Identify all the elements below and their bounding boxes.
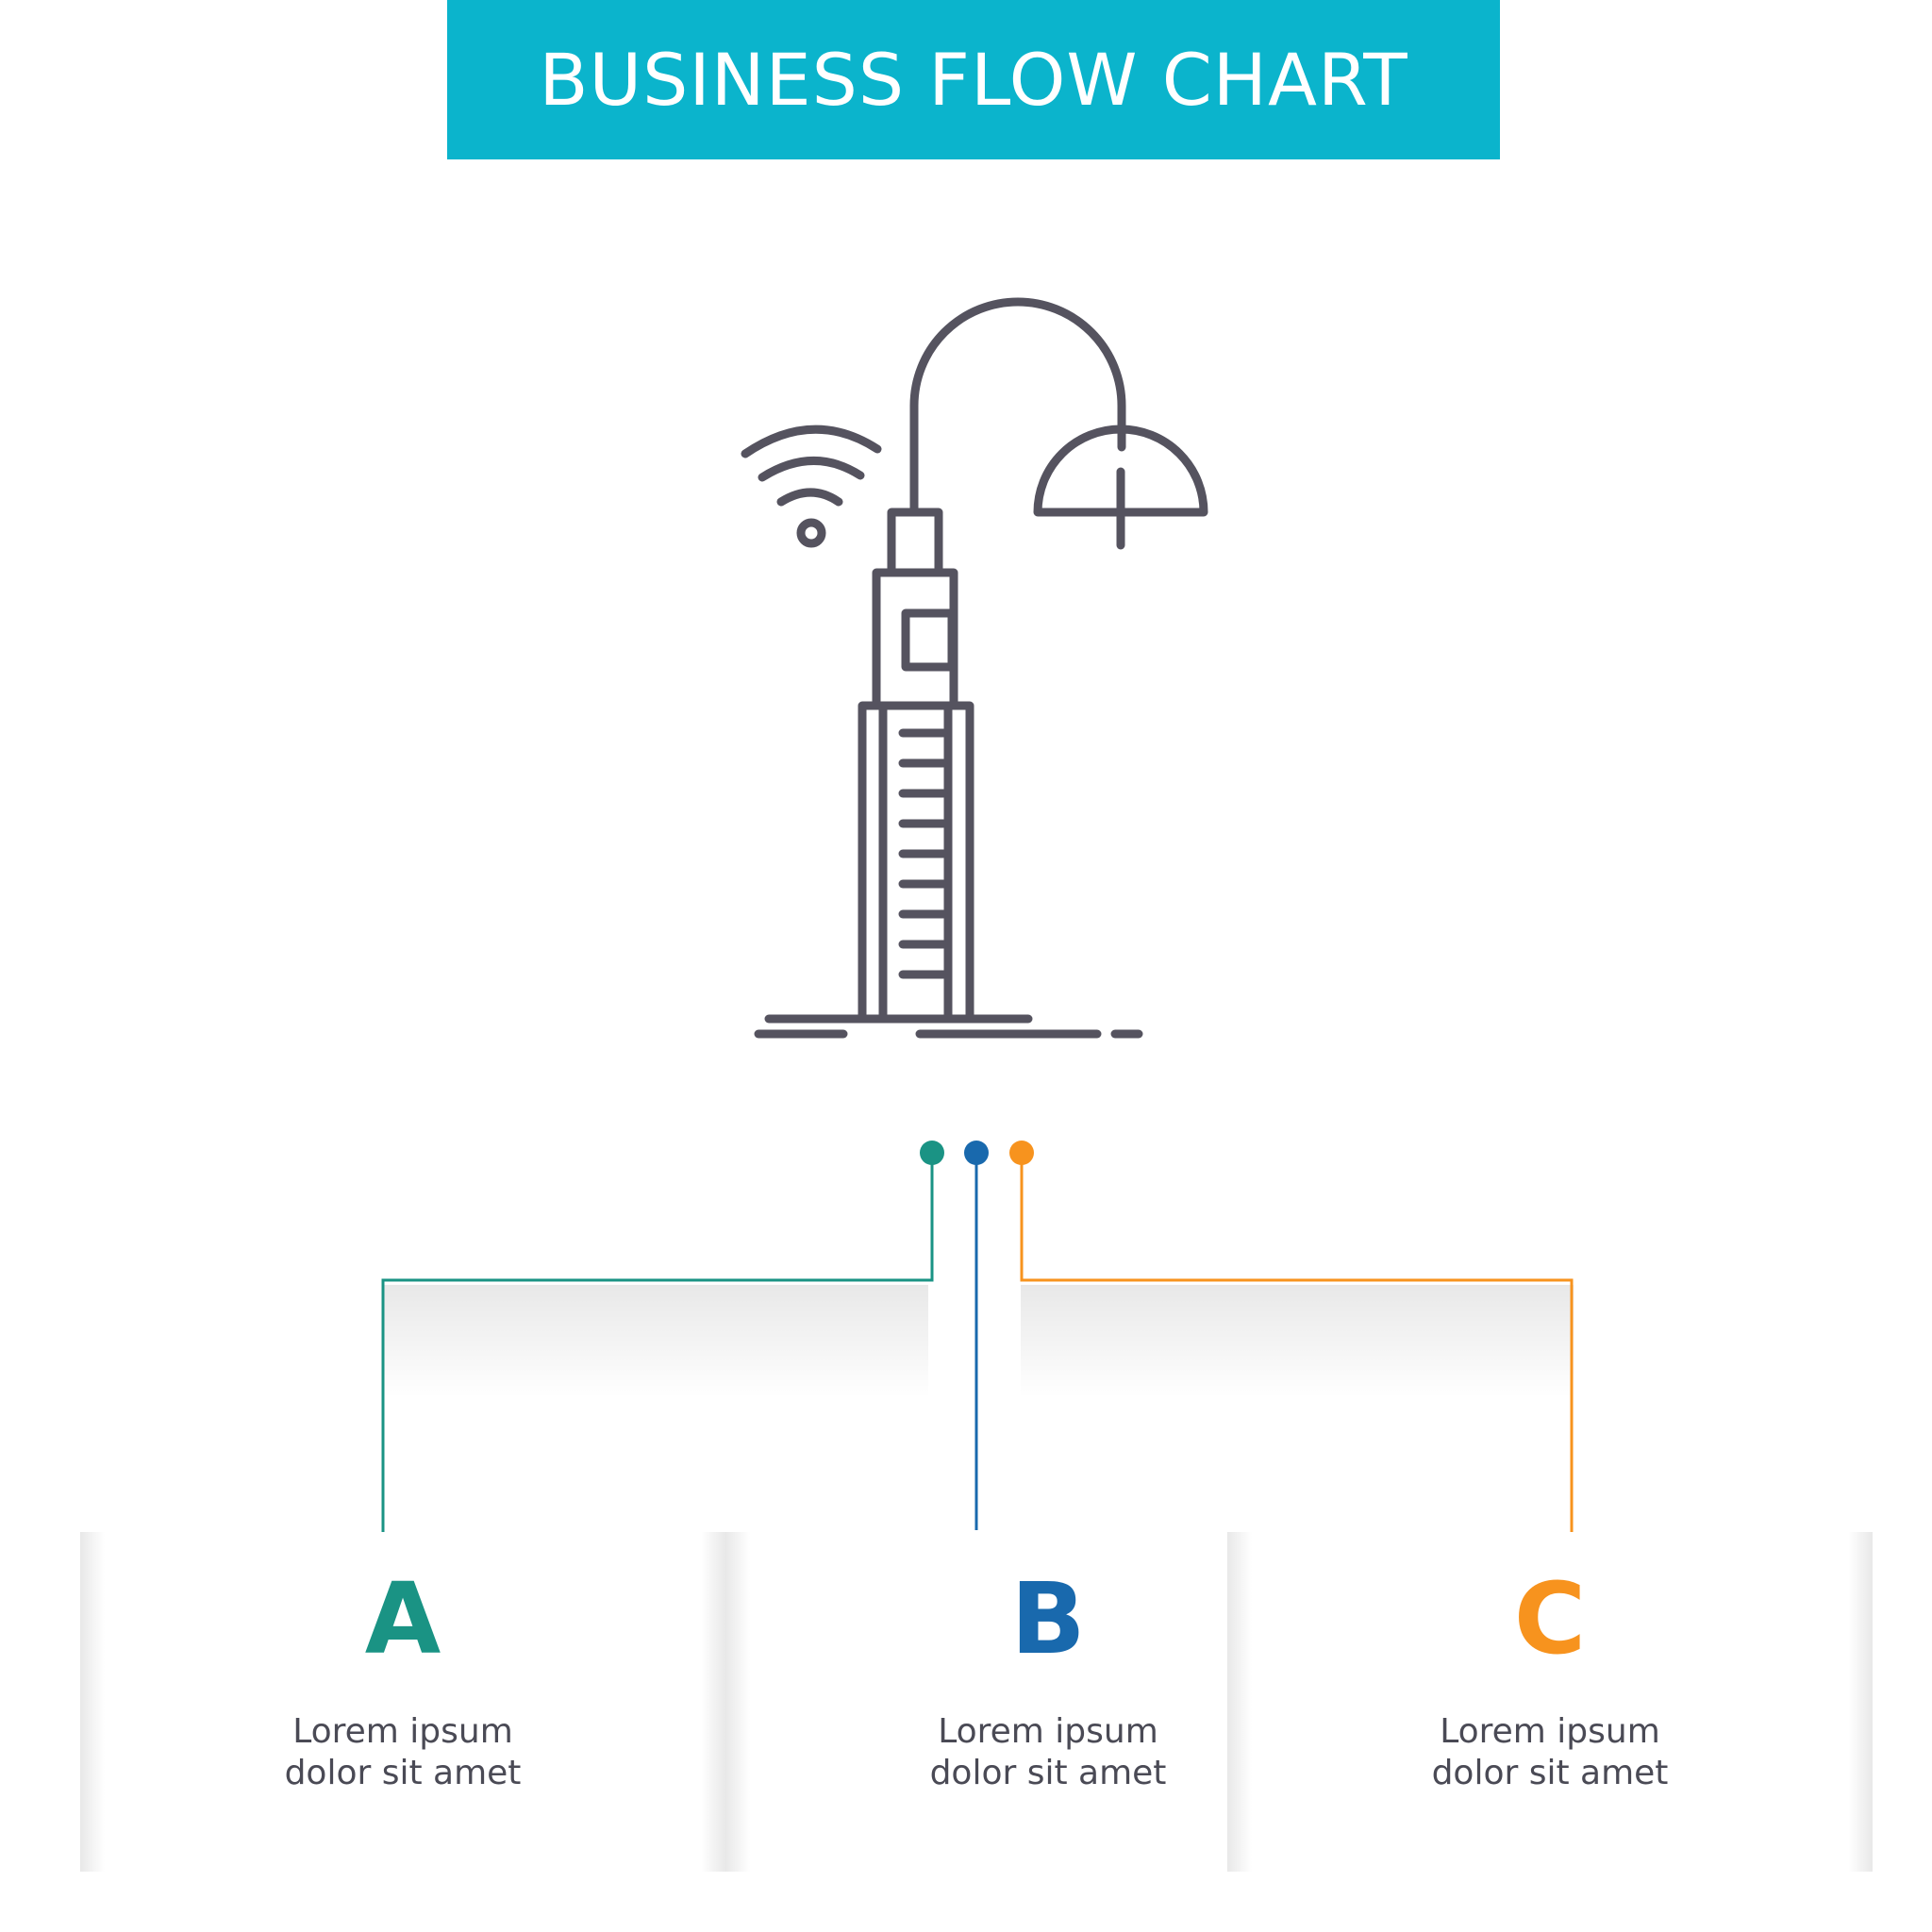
card-c: C Lorem ipsum dolor sit amet: [1227, 1532, 1873, 1872]
card-text-line1: Lorem ipsum: [292, 1712, 513, 1751]
connector-line-c: [1020, 1153, 1574, 1552]
card-text-line2: dolor sit amet: [929, 1754, 1167, 1792]
card-letter-a: A: [364, 1561, 441, 1676]
card-letter-b: B: [1010, 1561, 1086, 1676]
tower-upper: [872, 568, 958, 710]
tower-window: [901, 608, 957, 672]
connector-line-a: [381, 1153, 934, 1552]
tower-top: [887, 508, 943, 577]
wifi-arc-outer: [741, 425, 882, 458]
card-text-line2: dolor sit amet: [1431, 1754, 1669, 1792]
card-text-line1: Lorem ipsum: [1440, 1712, 1660, 1751]
card-a: A Lorem ipsum dolor sit amet: [80, 1532, 725, 1872]
card-text-c: Lorem ipsum dolor sit amet: [1227, 1711, 1873, 1794]
wifi-dot: [796, 518, 826, 548]
card-text-a: Lorem ipsum dolor sit amet: [80, 1711, 725, 1794]
card-text-line2: dolor sit amet: [284, 1754, 522, 1792]
card-letter-c: C: [1513, 1561, 1587, 1676]
page-title: BUSINESS FLOW CHART: [539, 38, 1408, 122]
wifi-arc-inner: [776, 488, 843, 507]
title-banner: BUSINESS FLOW CHART: [447, 0, 1500, 159]
street-lamp-with-wifi-icon: [741, 297, 1208, 1039]
tower-rungs: [898, 728, 948, 979]
card-text-b: Lorem ipsum dolor sit amet: [725, 1711, 1371, 1794]
card-text-line1: Lorem ipsum: [938, 1712, 1158, 1751]
lamp-arm: [909, 297, 1126, 515]
lamp-shade: [1033, 425, 1208, 517]
wifi-arc-middle: [758, 457, 865, 482]
